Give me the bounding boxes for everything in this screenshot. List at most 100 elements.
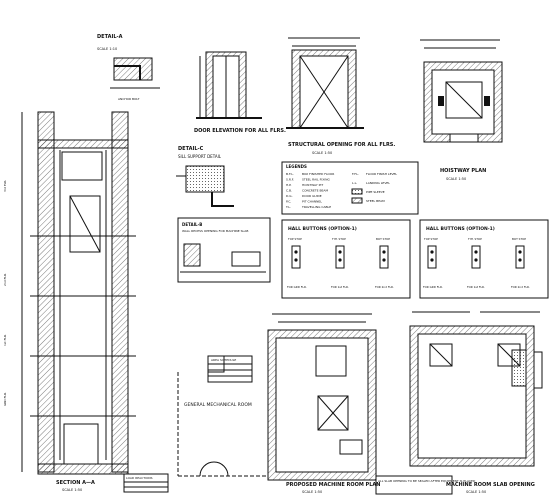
hall-button-up — [294, 250, 298, 254]
sill-support-title: SILL SUPPORT DETAIL — [178, 154, 222, 159]
wall-recess-title: WALL RECESS OPENING FOR MACHINE SLAB — [182, 229, 248, 233]
hoist-rail-right — [484, 96, 490, 106]
sill-concrete — [185, 165, 225, 193]
hoist-door-opening — [449, 133, 479, 143]
detail-b-group: DETAIL-B WALL RECESS OPENING FOR MACHINE… — [177, 217, 271, 283]
hall-button-down — [474, 258, 478, 262]
legend-abbr: H.P. — [286, 183, 291, 187]
hall-button-panel — [335, 245, 345, 269]
section-level-label-3: 1st FLR. — [3, 334, 7, 346]
hall-panel-top-label: TYP. STOP — [467, 237, 482, 241]
legend-desc: PIPE SLEEVE — [366, 190, 385, 194]
recess-wall-a — [183, 243, 201, 267]
legend-group: LEGENDS B.F.L.BOX FINISHED FLOORS.R.F.ST… — [281, 161, 419, 215]
section-left-wall — [37, 111, 55, 473]
section-car-diag — [69, 195, 101, 253]
hall-panel-bottom-label: FOR 1st FLR. — [331, 285, 349, 289]
area-schedule — [207, 355, 253, 383]
legend-desc: DOOR GUIDE — [302, 194, 322, 198]
legend-abbr: C.B. — [286, 189, 292, 193]
hall-button-up — [474, 250, 478, 254]
legend-abbr: P.C. — [286, 200, 291, 204]
section-level-label-4: GRD FLR. — [3, 392, 7, 406]
hoist-scale: SCALE 1:50 — [446, 177, 466, 181]
mr-note: ALL SLAB OPENING TO BE SEALED AFTER EQUI… — [378, 479, 476, 483]
mr-slab-opening — [317, 395, 349, 431]
hoist-rail-left — [438, 96, 444, 106]
mr-room — [275, 337, 369, 473]
load-table — [123, 473, 169, 493]
hall-button-down — [294, 258, 298, 262]
legend-desc: PIT CHANNEL — [302, 200, 322, 204]
hall-button-panel — [427, 245, 437, 269]
general-room-group: AREA SCHEDULE GENERAL MECHANICAL ROOM — [177, 355, 268, 477]
mr-opening-diag-2 — [317, 395, 349, 431]
mr-controller — [339, 439, 363, 455]
detail-c-title: DETAIL-C — [178, 146, 204, 152]
ms-opening-1 — [429, 343, 453, 367]
general-room-title: GENERAL MECHANICAL ROOM — [184, 402, 252, 408]
section-level-label-1: 3rd FLR. — [3, 180, 7, 192]
hoist-title: HOISTWAY PLAN — [440, 168, 486, 174]
detail-a-scale: SCALE 1:10 — [97, 47, 117, 51]
hall-panel-bottom-label: FOR GRD FLR. — [287, 285, 307, 289]
hall-button-up — [430, 250, 434, 254]
legend-desc: BOX FINISHED FLOOR — [302, 172, 334, 176]
hall-button-panel — [515, 245, 525, 269]
legend-abbr: F.F.L. — [352, 172, 359, 176]
hall-button-down — [382, 258, 386, 262]
hall-buttons-box-1 — [281, 219, 411, 299]
hall-panel-bottom-label: FOR 2nd FLR. — [375, 285, 394, 289]
hall-button-down — [518, 258, 522, 262]
mr-scale: SCALE 1:50 — [302, 490, 322, 494]
legend-title: LEGENDS — [286, 164, 307, 169]
hall-panel-bottom-label: FOR 2nd FLR. — [511, 285, 530, 289]
section-counterweight — [63, 423, 99, 465]
hall-button-panel — [291, 245, 301, 269]
legend-abbr: B.F.L. — [286, 172, 294, 176]
legend-desc: CONCRETE BEAM — [302, 189, 328, 193]
section-machine — [61, 151, 103, 181]
door-swing-1 — [199, 461, 215, 477]
section-level-label-2: 2nd FLR. — [3, 273, 7, 286]
mr-title: PROPOSED MACHINE ROOM PLAN — [286, 482, 380, 488]
ms-opening-1-diag — [429, 343, 453, 367]
section-scale: SCALE 1:50 — [62, 488, 82, 492]
legend-desc: FLOOR FINISH LEVEL — [366, 172, 397, 176]
door-elevation-title: DOOR ELEVATION FOR ALL FLRS. — [194, 128, 286, 134]
legend-swatch — [351, 197, 363, 204]
hall-panel-top-label: TOP STOP — [423, 237, 438, 241]
hall-panel-top-label: TYP. STOP — [331, 237, 346, 241]
section-car — [69, 195, 101, 253]
ms-scale: SCALE 1:50 — [466, 490, 486, 494]
legend-desc: TRAVELLING CABLE — [301, 205, 331, 209]
ms-duct — [511, 349, 527, 387]
structural-opening-group: STRUCTURAL OPENING FOR ALL FLRS. SCALE 1… — [286, 37, 395, 155]
load-table-header: LOAD REACTIONS — [126, 476, 153, 480]
hall-buttons-title-1: HALL BUTTONS (OPTION-1) — [288, 226, 357, 232]
detail-a-sill — [114, 65, 141, 80]
legend-abbr: L.L. — [352, 181, 357, 185]
detail-a-title: DETAIL-A — [97, 34, 123, 40]
hall-button-up — [382, 250, 386, 254]
struct-title: STRUCTURAL OPENING FOR ALL FLRS. — [288, 142, 395, 148]
ms-side-wall — [533, 351, 543, 389]
detail-b-box — [177, 217, 271, 283]
hall-button-down — [430, 258, 434, 262]
detail-c-group: DETAIL-C SILL SUPPORT DETAIL — [176, 146, 234, 207]
hoistway-plan-group: HOISTWAY PLAN SCALE 1:50 — [420, 39, 503, 181]
legend-desc: STEEL RAIL FIXING — [302, 178, 330, 182]
section-aa-group: 3rd FLR. 2nd FLR. 1st FLR. GRD FLR. SECT… — [3, 111, 169, 493]
hall-button-down — [338, 258, 342, 262]
struct-scale: SCALE 1:50 — [312, 151, 332, 155]
recess-opening — [231, 251, 261, 267]
hall-button-up — [518, 250, 522, 254]
ms-title: MACHINE ROOM SLAB OPENING — [446, 482, 535, 488]
mr-note-box — [375, 475, 453, 495]
hall-buttons-title-2: HALL BUTTONS (OPTION-1) — [426, 226, 495, 232]
hoist-car — [445, 81, 483, 119]
detail-a-note: ANCHOR BOLT — [118, 97, 140, 101]
